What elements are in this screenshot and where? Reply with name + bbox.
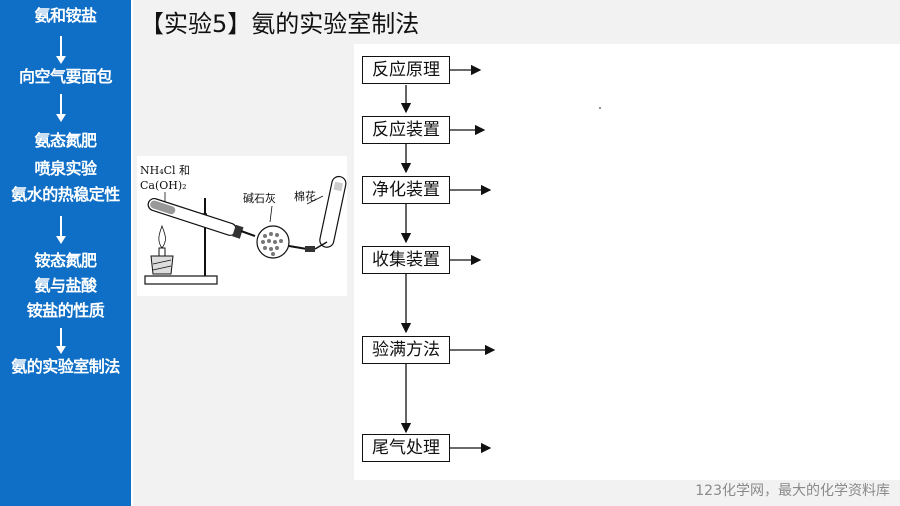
sidebar-item-ammonium-fertilizer[interactable]: 铵态氮肥 [34, 251, 97, 270]
flow-step-collection-apparatus: 收集装置 [362, 246, 450, 274]
sidebar-item-bread-from-air[interactable]: 向空气要面包 [18, 67, 113, 86]
sidebar-item-ammonium-properties[interactable]: 铵盐的性质 [26, 301, 105, 320]
flow-step-reaction-principle: 反应原理 [362, 56, 450, 84]
sidebar-item-fountain-experiment[interactable]: 喷泉实验 [34, 159, 97, 178]
arrow-down-icon [56, 94, 66, 122]
page-title: 【实验5】氨的实验室制法 [140, 10, 420, 38]
sidebar-item-ammonia-hcl[interactable]: 氨与盐酸 [34, 276, 97, 295]
label-reagent-1: NH₄Cl 和 [140, 164, 190, 177]
flow-connectors [400, 64, 601, 454]
flow-step-reaction-apparatus: 反应装置 [362, 116, 450, 144]
label-dryer: 碱石灰 [243, 191, 276, 205]
flow-step-purification-apparatus: 净化装置 [362, 176, 450, 204]
sidebar-item-ammonia-ammonium[interactable]: 氨和铵盐 [34, 6, 97, 25]
flow-step-fullness-test: 验满方法 [362, 336, 450, 364]
arrow-down-icon [56, 36, 66, 64]
flow-chart-panel: 反应原理 反应装置 净化装置 收集装置 验满方法 尾气处理 [354, 44, 900, 480]
flow-step-tail-gas-treatment: 尾气处理 [362, 434, 450, 462]
arrow-down-icon [56, 328, 66, 354]
label-cotton: 棉花 [294, 189, 316, 203]
sidebar-nav: 氨和铵盐 向空气要面包 氨态氮肥 喷泉实验 氨水的热稳定性 铵态氮肥 氨与盐酸 … [0, 0, 131, 506]
apparatus-diagram: NH₄Cl 和 Ca(OH)₂ 碱石灰 棉花 [137, 156, 347, 296]
label-reagent-2: Ca(OH)₂ [140, 179, 187, 192]
sidebar-item-ammonia-water-stability[interactable]: 氨水的热稳定性 [11, 185, 120, 204]
sidebar-item-ammonia-lab-prep[interactable]: 氨的实验室制法 [11, 357, 120, 376]
footer-watermark: 123化学网，最大的化学资料库 [695, 483, 890, 499]
arrow-down-icon [56, 216, 66, 244]
sidebar-item-ammonia-fertilizer[interactable]: 氨态氮肥 [34, 131, 97, 150]
sidebar-divider [131, 0, 133, 506]
